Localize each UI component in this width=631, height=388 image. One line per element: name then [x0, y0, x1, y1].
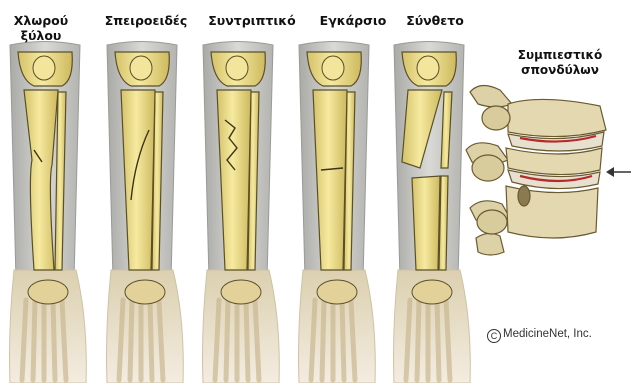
- leg-spiral: [107, 42, 184, 384]
- foot-bone: [417, 300, 419, 380]
- patella: [417, 56, 439, 80]
- leg-comminuted: [203, 42, 280, 384]
- foot-bone: [342, 300, 344, 380]
- ankle-bone: [125, 280, 165, 304]
- foot-bone: [33, 300, 35, 380]
- ankle-bone: [221, 280, 261, 304]
- label-spiral-fracture: Σπειροειδές: [94, 13, 198, 28]
- ankle-bone: [412, 280, 452, 304]
- label-greenstick-fracture: Χλωρού ξύλου: [6, 13, 76, 43]
- leg-greenstick: [10, 42, 87, 384]
- foot-bone: [226, 300, 228, 380]
- ankle-bone: [317, 280, 357, 304]
- label-vertebral-compression-fracture: Συμπιεστικό σπονδύλων: [504, 48, 616, 78]
- patella: [33, 56, 55, 80]
- foot-bone: [150, 300, 152, 380]
- foot-bone: [53, 300, 55, 380]
- foot-bone: [130, 300, 132, 380]
- label-compound-fracture: Σύνθετο: [400, 13, 470, 28]
- foot-bone: [246, 300, 248, 380]
- spine-vertebrae-illustration: [466, 85, 631, 255]
- credit-text: MedicineNet, Inc.: [503, 328, 592, 340]
- foot-bone: [322, 300, 324, 380]
- ankle-bone: [28, 280, 68, 304]
- fibula-lower: [439, 176, 448, 270]
- patella: [322, 56, 344, 80]
- copyright-icon: C: [487, 329, 501, 343]
- label-comminuted-fracture: Συντριπτικό: [200, 13, 304, 28]
- leg-compound: [394, 42, 471, 384]
- leg-transverse: [299, 42, 376, 384]
- tibia-lower-fragment: [412, 176, 440, 270]
- patella: [130, 56, 152, 80]
- foot-bone: [437, 300, 439, 380]
- label-transverse-fracture: Εγκάρσιο: [315, 13, 391, 28]
- patella: [226, 56, 248, 80]
